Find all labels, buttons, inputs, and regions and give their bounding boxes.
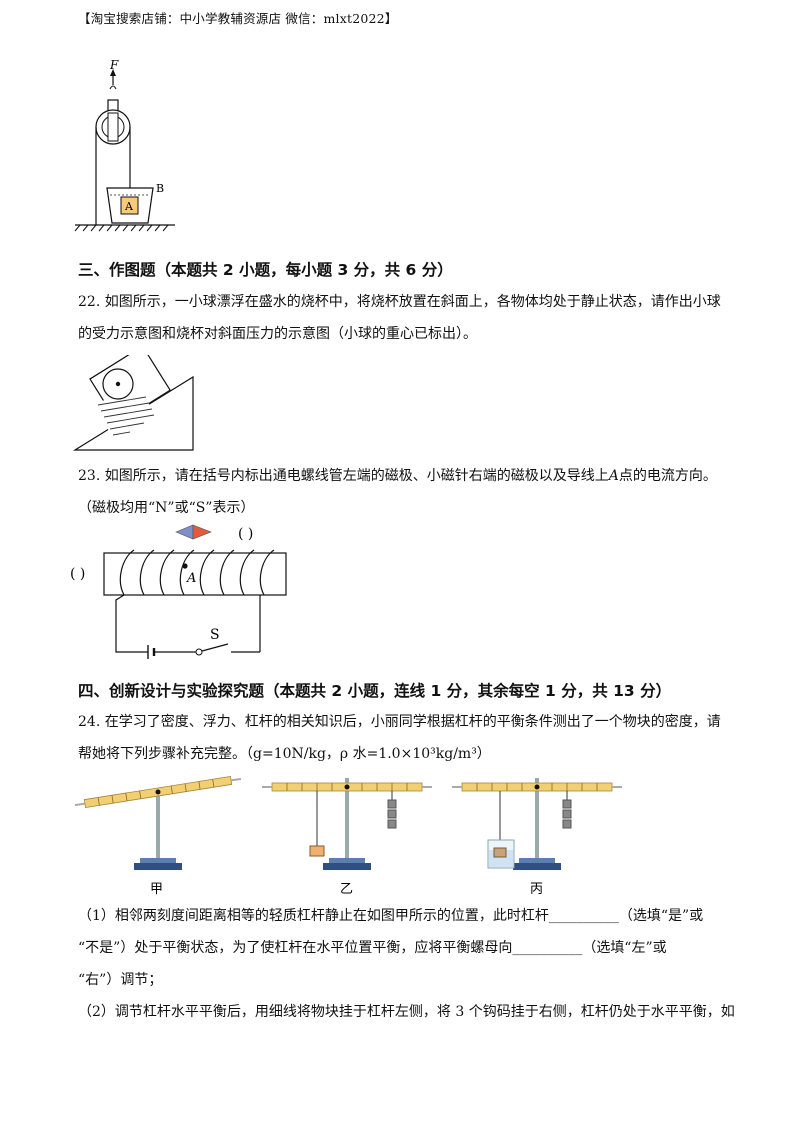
solenoid-pole-bracket: ( ): [70, 566, 85, 582]
lever-figures: 甲 乙: [74, 776, 622, 897]
point-A-dot: [182, 563, 188, 569]
page-header: 【淘宝搜索店铺：中小学教辅资源店 微信：mlxt2022】: [78, 11, 398, 26]
point-A-label: A: [186, 571, 196, 586]
compass-needle-left: [175, 524, 194, 540]
compass-needle-right: [192, 524, 212, 540]
q22-line2: 的受力示意图和烧杯对斜面压力的示意图（小球的重心已标出）。: [78, 326, 477, 342]
lever-fig-yi: 乙: [262, 778, 432, 897]
q24-part1-line2: “不是”）处于平衡状态，为了使杠杆在水平位置平衡，应将平衡螺母向________…: [78, 940, 667, 956]
q24-line2: 帮她将下列步骤补充完整。（g=10N/kg，ρ 水=1.0×10³kg/m³）: [78, 746, 491, 762]
q24-part1-line1: （1）相邻两刻度间距离相等的轻质杠杆静止在如图甲所示的位置，此时杠杆______…: [78, 908, 704, 924]
beaker-B-label: B: [156, 182, 164, 195]
fig-label-yi: 乙: [340, 882, 353, 897]
q23-line1: 23. 如图所示，请在括号内标出通电螺线管左端的磁极、小磁针右端的磁极以及导线上…: [78, 468, 717, 484]
lever-fig-bing: 丙: [452, 778, 622, 897]
section-4-title: 四、创新设计与实验探究题（本题共 2 小题，连线 1 分，其余每空 1 分，共 …: [78, 682, 672, 700]
block-A-label: A: [124, 200, 134, 213]
q24-part2-line1: （2）调节杠杆水平平衡后，用细线将物块挂于杠杆左侧，将 3 个钩码挂于右侧，杠杆…: [78, 1004, 735, 1020]
lever-fig-jia: 甲: [74, 776, 242, 897]
force-label: F: [109, 58, 119, 72]
section-3-title: 三、作图题（本题共 2 小题，每小题 3 分，共 6 分）: [78, 261, 453, 279]
q23-line2: （磁极均用“N”或“S”表示）: [78, 500, 255, 516]
q24-line1: 24. 在学习了密度、浮力、杠杆的相关知识后，小丽同学根据杠杆的平衡条件测出了一…: [78, 714, 721, 730]
switch-S-label: S: [210, 627, 220, 643]
solenoid-figure: ( ) ( ) A S: [70, 524, 287, 659]
fig-label-bing: 丙: [530, 882, 543, 897]
needle-pole-bracket: ( ): [238, 526, 253, 542]
point-A-inline: A: [608, 468, 619, 484]
pulley-figure: F A B: [74, 58, 175, 232]
fig-label-jia: 甲: [150, 882, 163, 897]
q22-line1: 22. 如图所示，一小球漂浮在盛水的烧杯中，将烧杯放置在斜面上，各物体均处于静止…: [78, 294, 721, 310]
q24-part1-line3: “右”）调节；: [78, 972, 163, 988]
incline-figure: [72, 355, 194, 451]
